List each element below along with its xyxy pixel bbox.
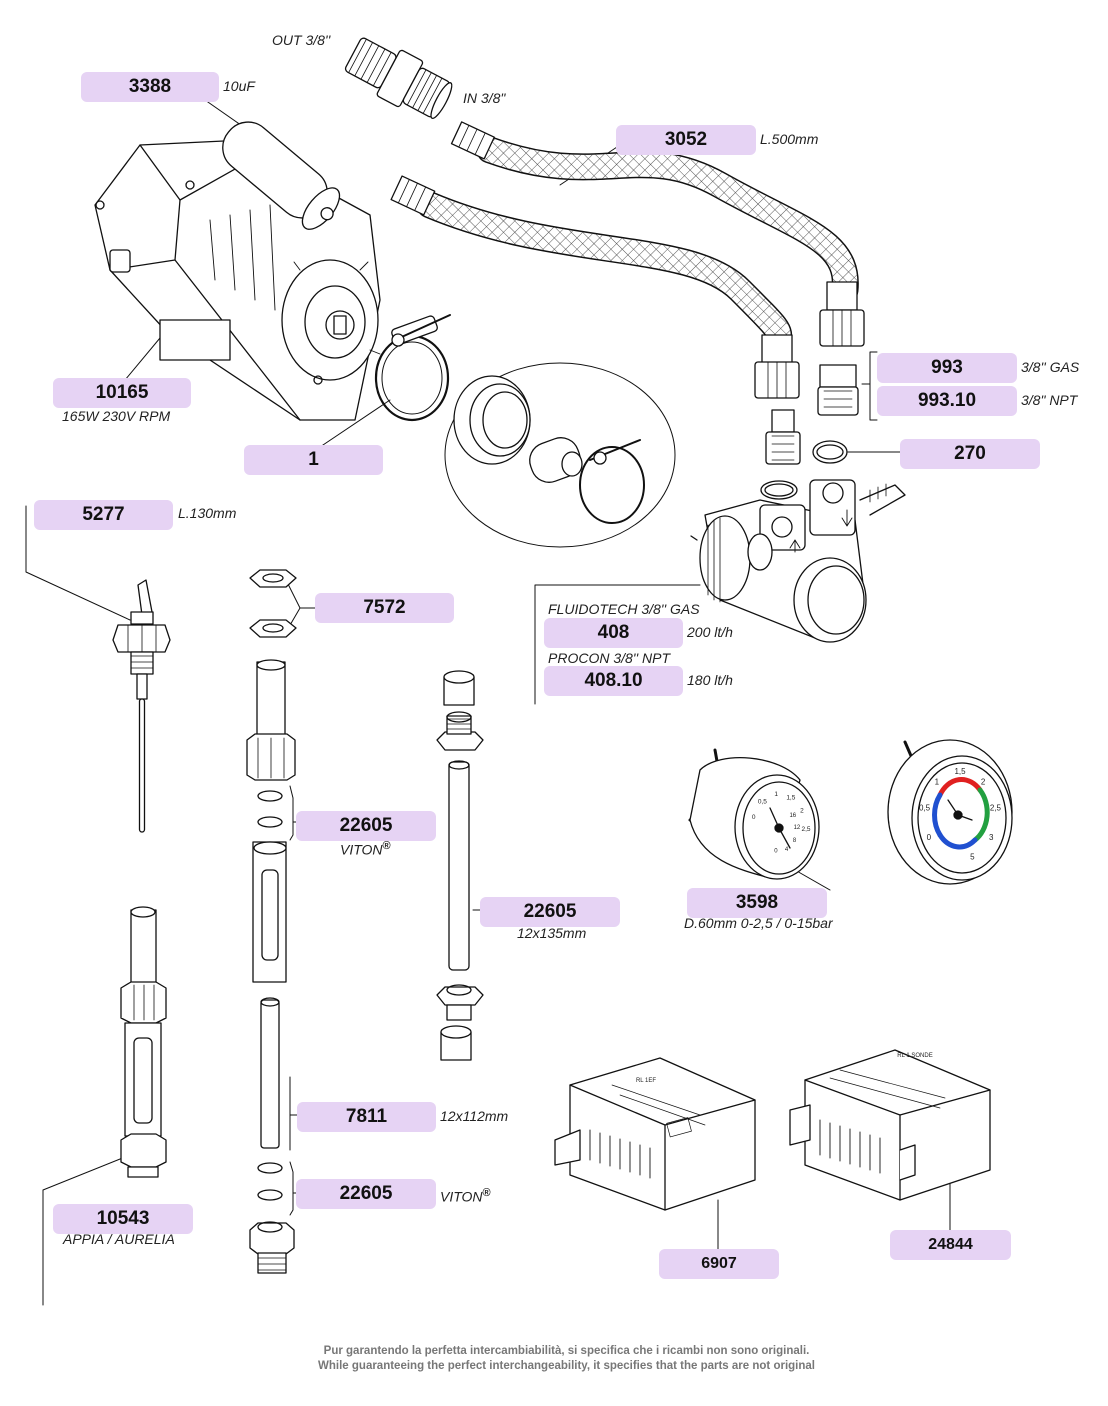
sight-glass-fittings xyxy=(246,659,296,1274)
gauge-color-tick-label: 1,5 xyxy=(954,767,966,776)
gauge-tick-label: 2 xyxy=(800,807,804,814)
relay-box-24844 xyxy=(789,1049,991,1201)
part-note-3052: L.500mm xyxy=(760,131,819,147)
fitting-in-label: IN 3/8" xyxy=(463,90,506,106)
part-note-5277: L.130mm xyxy=(178,505,237,521)
part-label-22605-tube[interactable]: 22605 xyxy=(480,897,620,927)
vane-pump xyxy=(690,479,906,643)
part-note-22605-top: VITON® xyxy=(340,840,391,858)
part-label-7811[interactable]: 7811 xyxy=(297,1102,436,1132)
gauge-tick-label: 8 xyxy=(793,838,797,844)
part-note-7811: 12x112mm xyxy=(440,1108,509,1124)
part-label-22605-bottom[interactable]: 22605 xyxy=(296,1179,436,1209)
relay-box-6907 xyxy=(554,1057,756,1211)
gauge-color-tick-label: 0,5 xyxy=(919,803,931,812)
part-note-10165: 165W 230V RPM xyxy=(62,408,171,424)
part-label-22605-top[interactable]: 22605 xyxy=(296,811,436,841)
part-note-3598: D.60mm 0-2,5 / 0-15bar xyxy=(684,915,833,931)
capacitor xyxy=(222,121,341,230)
gauge-tick-label: 0,5 xyxy=(758,798,767,805)
gauge-color-tick-label: 1 xyxy=(935,777,940,786)
gauge-tick-label: 4 xyxy=(785,847,789,853)
part-label-10543[interactable]: 10543 xyxy=(53,1204,193,1234)
gauge-tick-label: 0 xyxy=(774,849,778,855)
gauge-color-tick-label: 3 xyxy=(989,833,994,842)
pump-motor xyxy=(94,121,381,421)
gauge-color-tick-label: 0 xyxy=(927,833,932,842)
nuts xyxy=(249,569,297,638)
gauge-tick-label: 1 xyxy=(774,791,778,798)
pump-procon-heading: PROCON 3/8'' NPT xyxy=(548,650,671,666)
leader-lines xyxy=(25,99,951,1306)
pump-fluidotech-heading: FLUIDOTECH 3/8'' GAS xyxy=(548,601,700,617)
relay-title-24844: RL 1 SONDE xyxy=(897,1053,932,1059)
part-label-408-10[interactable]: 408.10 xyxy=(544,666,683,696)
part-label-3052[interactable]: 3052 xyxy=(616,125,756,155)
part-label-993[interactable]: 993 xyxy=(877,353,1017,383)
part-note-993-10: 3/8" NPT xyxy=(1021,392,1078,408)
part-note-22605-bottom: VITON® xyxy=(440,1187,491,1205)
braided-hose-3052 xyxy=(450,121,865,347)
part-note-22605-tube: 12x135mm xyxy=(517,925,587,941)
part-label-3388[interactable]: 3388 xyxy=(81,72,219,102)
gauge-color-tick-label: 2,5 xyxy=(990,803,1002,812)
gauge-tick-label: 2,5 xyxy=(801,826,810,833)
part-label-7572[interactable]: 7572 xyxy=(315,593,454,623)
braided-hose-second xyxy=(390,175,800,399)
pressure-gauge-front xyxy=(688,748,820,880)
hose-clamp xyxy=(374,314,451,422)
fitting-3-8 xyxy=(344,37,453,119)
part-label-993-10[interactable]: 993.10 xyxy=(877,386,1017,416)
part-note-408: 200 lt/h xyxy=(687,624,733,640)
pressure-gauge-colored xyxy=(887,739,1013,885)
part-label-270[interactable]: 270 xyxy=(900,439,1040,469)
gauge-tick-label: 16 xyxy=(789,813,796,819)
gauge-color-tick-label: 2 xyxy=(981,777,986,786)
relay-title-6907: RL 1EF xyxy=(636,1078,656,1084)
disclaimer-italian: Pur garantendo la perfetta intercambiabi… xyxy=(323,1345,810,1357)
coupling-detail xyxy=(444,362,676,548)
part-note-3388: 10uF xyxy=(223,78,255,94)
part-label-1[interactable]: 1 xyxy=(244,445,383,475)
gauge-tick-label: 1,5 xyxy=(786,795,795,802)
part-note-408-10: 180 lt/h xyxy=(687,672,733,688)
part-label-408[interactable]: 408 xyxy=(544,618,683,648)
gauge-tick-label: 0 xyxy=(752,814,756,821)
part-label-5277[interactable]: 5277 xyxy=(34,500,173,530)
part-note-10543: APPIA / AURELIA xyxy=(63,1231,175,1247)
part-note-993: 3/8'' GAS xyxy=(1021,359,1080,375)
nipple-fitting xyxy=(760,364,859,500)
disclaimer-english: While guaranteeing the perfect interchan… xyxy=(318,1360,815,1372)
part-label-6907[interactable]: 6907 xyxy=(659,1249,779,1279)
tube-assembly xyxy=(436,670,484,1061)
fitting-out-label: OUT 3/8'' xyxy=(272,32,331,48)
level-probe xyxy=(112,579,171,833)
gauge-color-tick-label: 5 xyxy=(970,852,975,861)
gauge-tick-label: 12 xyxy=(794,825,801,831)
part-label-24844[interactable]: 24844 xyxy=(890,1230,1011,1260)
part-label-3598[interactable]: 3598 xyxy=(687,888,827,918)
sight-glass-10543 xyxy=(120,906,167,1178)
part-label-10165[interactable]: 10165 xyxy=(53,378,191,408)
